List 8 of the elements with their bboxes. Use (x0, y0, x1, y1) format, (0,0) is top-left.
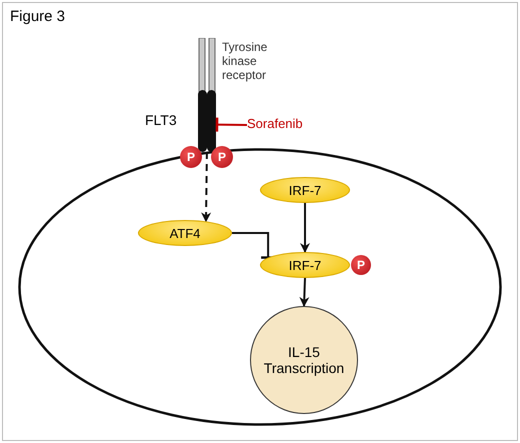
inhibition-line (216, 116, 248, 133)
figure-title: Figure 3 (10, 8, 66, 25)
drug-label: Sorafenib (247, 116, 317, 134)
receptor-label: FLT3 (145, 112, 177, 128)
arrow (201, 152, 212, 222)
arrow (300, 203, 310, 253)
arrow (299, 278, 310, 307)
receptor-caption: Tyrosine kinase receptor (222, 40, 268, 82)
